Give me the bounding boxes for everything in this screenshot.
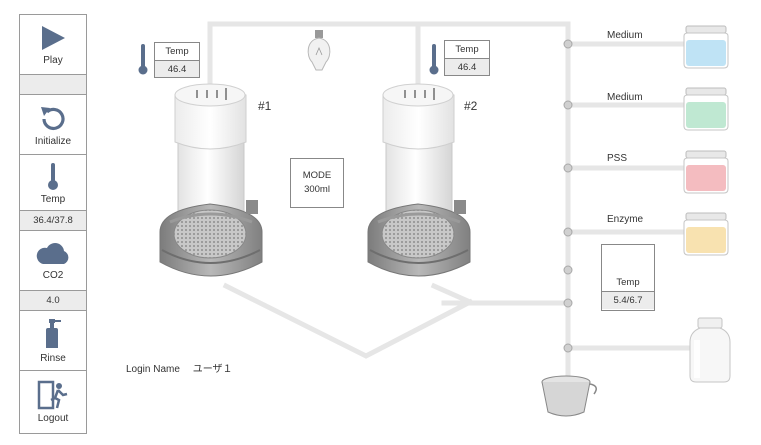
play-button[interactable]: Play (20, 15, 86, 75)
waste-temp-box: Temp 5.4/6.7 (601, 244, 655, 311)
reagent-label-3: PSS (607, 153, 628, 164)
light-bulb-icon (307, 30, 331, 71)
temp-button[interactable]: Temp (20, 155, 86, 211)
logout-label: Logout (37, 413, 69, 424)
initialize-label: Initialize (34, 135, 72, 147)
mode-box[interactable]: MODE 300ml (290, 158, 344, 208)
chamber-2-temp-label: Temp (445, 41, 489, 59)
chamber-1-number: #1 (258, 99, 272, 113)
waste-bottle (689, 317, 731, 383)
play-status-slot (20, 75, 86, 95)
valves (563, 39, 573, 353)
login-user: ユーザ１ (192, 364, 233, 375)
temp-value: 36.4/37.8 (20, 211, 86, 231)
reagent-jar-3[interactable] (683, 150, 729, 194)
login-info: Login Name ユーザ１ (126, 360, 233, 375)
logout-button[interactable]: Logout (20, 371, 86, 433)
chamber-2-number: #2 (464, 99, 478, 113)
rinse-label: Rinse (40, 352, 66, 364)
exit-icon (37, 380, 68, 410)
chamber-1-temp-box: Temp 46.4 (154, 42, 200, 78)
cloud-icon (36, 242, 69, 264)
play-label: Play (43, 54, 63, 66)
rinse-button[interactable]: Rinse (20, 311, 86, 371)
waste-temp-label: Temp (616, 277, 640, 288)
spray-bottle-icon (46, 318, 61, 348)
thermometer-icon (429, 44, 439, 75)
reagent-jar-2[interactable] (683, 87, 729, 131)
temp-label: Temp (40, 193, 66, 205)
co2-button[interactable]: CO2 (20, 231, 86, 291)
refresh-icon (41, 106, 65, 130)
reagent-label-1: Medium (607, 30, 643, 41)
initialize-button[interactable]: Initialize (20, 95, 86, 155)
play-icon (42, 25, 65, 50)
chamber-1-temp-label: Temp (155, 43, 199, 61)
reagent-jar-1[interactable] (683, 25, 729, 69)
sidebar: Play Initialize Temp 36.4/37.8 CO2 4.0 R… (19, 14, 87, 434)
chamber-1-vessel (159, 83, 263, 277)
waste-temp-value: 5.4/6.7 (602, 292, 654, 309)
co2-value: 4.0 (20, 291, 86, 311)
co2-label: CO2 (42, 269, 64, 281)
mode-value: 300ml (304, 184, 330, 195)
collection-bucket (541, 375, 597, 417)
reagent-label-2: Medium (607, 92, 643, 103)
chamber-1-temp-value: 46.4 (155, 61, 199, 77)
reagent-label-4: Enzyme (607, 214, 644, 225)
thermometer-icon (138, 44, 148, 75)
chamber-2-temp-value: 46.4 (445, 59, 489, 75)
pipes (207, 21, 693, 381)
chamber-2-temp-box: Temp 46.4 (444, 40, 490, 76)
reagent-jar-4[interactable] (683, 212, 729, 256)
mode-label: MODE (302, 170, 332, 181)
chamber-2-vessel (367, 83, 471, 277)
thermometer-icon (48, 162, 58, 190)
login-label: Login Name (126, 364, 180, 375)
